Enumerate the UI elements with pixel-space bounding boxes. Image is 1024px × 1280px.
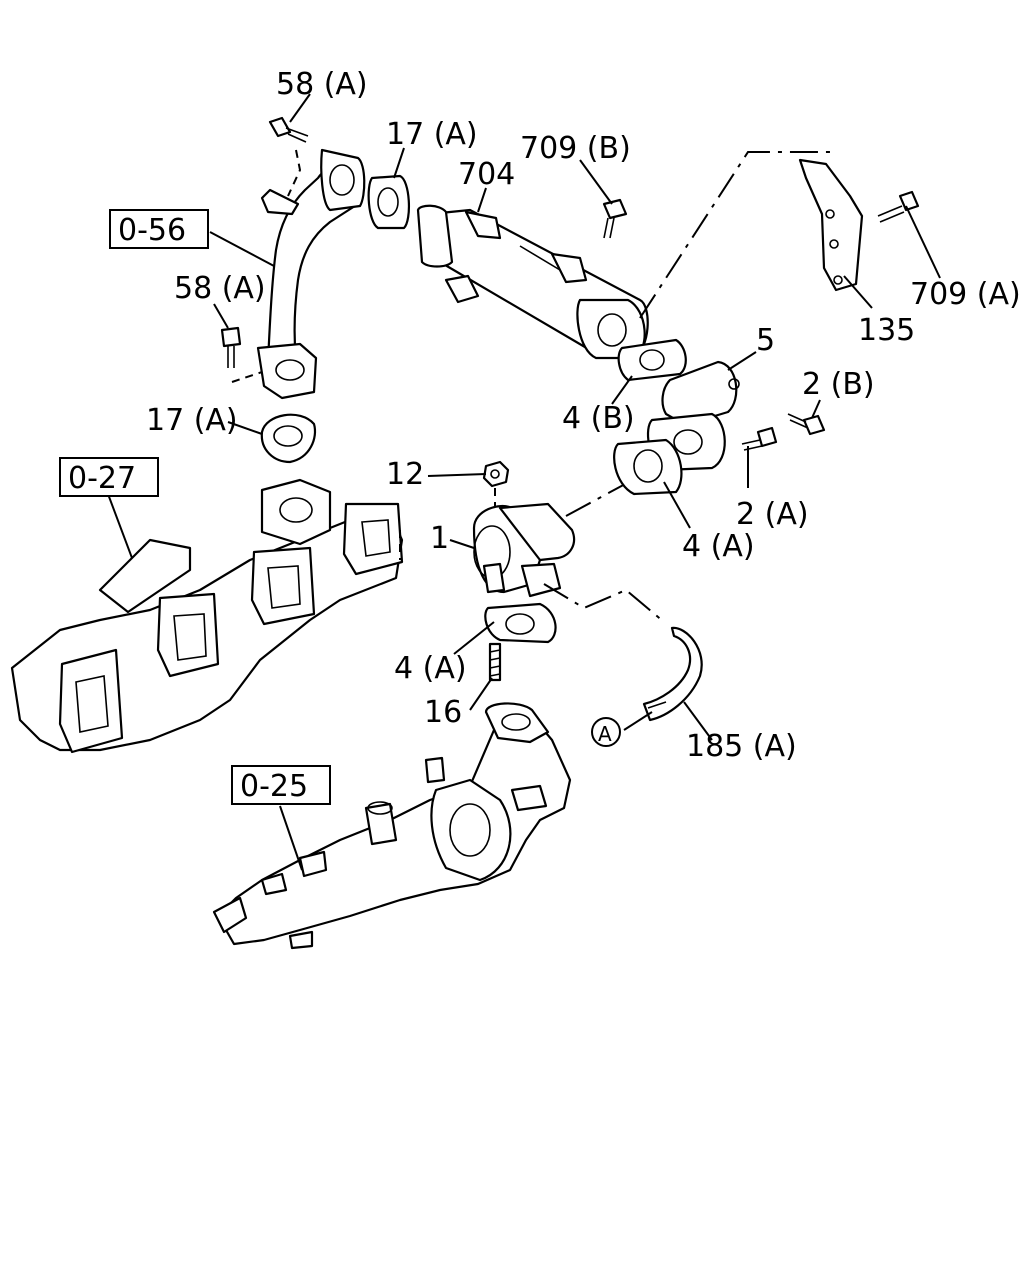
leader-lines: [107, 93, 941, 871]
ref-0-25: 0-25: [240, 769, 308, 804]
gasket-4a-low: [484, 602, 557, 644]
label-17a-top: 17 (A): [386, 117, 478, 152]
label-58a-top: 58 (A): [276, 67, 368, 102]
label-12: 12: [386, 457, 424, 492]
egr-valve: [472, 475, 665, 623]
gasket-4b: [617, 338, 687, 382]
bolt-709b: [602, 198, 628, 239]
nut-12: [482, 460, 510, 508]
label-1: 1: [430, 521, 449, 556]
callouts: 58 (A) 17 (A) 704 709 (B) 0-56 58 (A) 70…: [59, 67, 1021, 805]
ref-0-27: 0-27: [68, 461, 136, 496]
ref-box-0-27: [59, 457, 159, 497]
egr-pipe: [231, 148, 366, 400]
hose-185a: [642, 626, 703, 722]
bolt-58a-top: [268, 116, 309, 143]
label-185a: 185 (A): [686, 729, 797, 764]
label-16: 16: [424, 695, 462, 730]
label-4a-right: 4 (A): [682, 529, 755, 564]
label-2b: 2 (B): [802, 367, 875, 402]
exhaust-manifold: [10, 478, 404, 754]
ref-circle-a: [591, 717, 621, 747]
label-709a: 709 (A): [910, 277, 1021, 312]
bolt-709a: [877, 190, 920, 223]
ref-box-0-56: [109, 209, 209, 249]
ref-box-0-25: [231, 765, 331, 805]
bolt-58a-mid: [220, 326, 242, 368]
gasket-4a-right: [613, 438, 683, 496]
label-135: 135: [858, 313, 915, 348]
label-58a-mid: 58 (A): [174, 271, 266, 306]
inlet-manifold: [212, 702, 572, 950]
label-5: 5: [756, 323, 775, 358]
label-17a-mid: 17 (A): [146, 403, 238, 438]
bolt-2a: [741, 426, 778, 451]
gasket-17a-top: [367, 174, 410, 230]
adapter-5: [646, 360, 740, 472]
ref-a: A: [598, 722, 612, 746]
bolt-2b: [787, 413, 826, 436]
label-4a-low: 4 (A): [394, 651, 467, 686]
label-4b: 4 (B): [562, 401, 635, 436]
stud-16: [488, 642, 502, 682]
label-2a: 2 (A): [736, 497, 809, 532]
bracket-135: [639, 151, 864, 319]
egr-cooler: [416, 204, 649, 360]
label-709b: 709 (B): [520, 131, 631, 166]
label-704: 704: [458, 157, 515, 192]
ref-0-56: 0-56: [118, 213, 186, 248]
gasket-17a-mid: [260, 413, 317, 464]
